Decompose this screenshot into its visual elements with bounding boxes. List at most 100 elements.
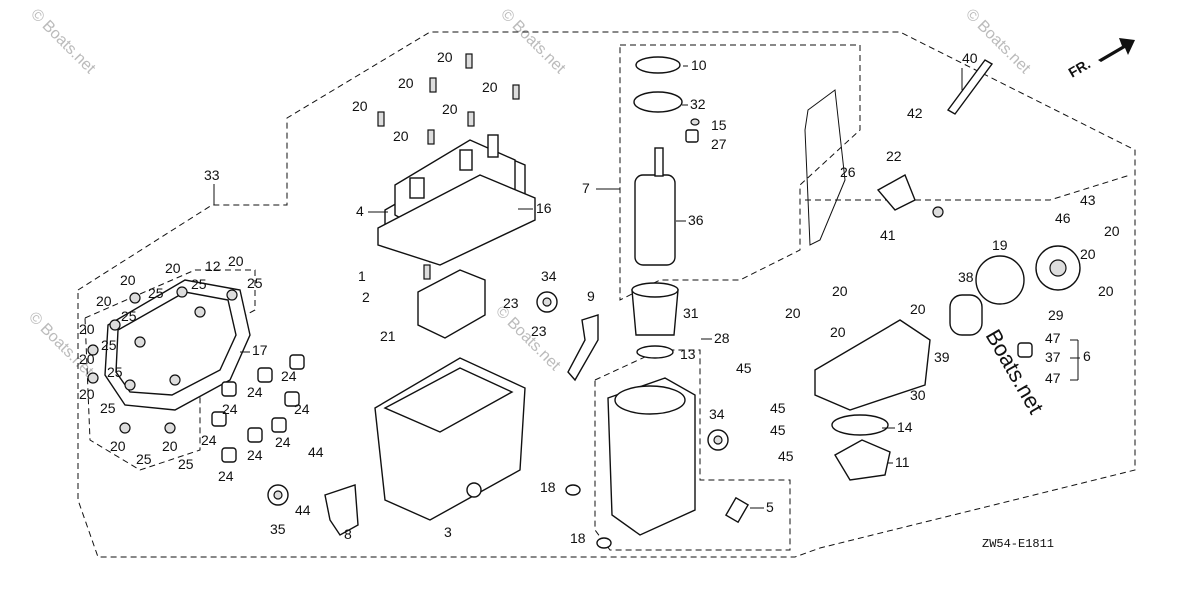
part-label: 20 (482, 79, 498, 95)
part-label: 28 (714, 330, 730, 346)
o-ring-part (565, 484, 581, 496)
part-label: 45 (736, 360, 752, 376)
part-label: 24 (275, 434, 291, 450)
part-label: 32 (690, 96, 706, 112)
part-label: 22 (886, 148, 902, 164)
front-direction-label: FR. (1066, 55, 1094, 80)
part-label: 20 (910, 301, 926, 317)
part-label: 1 (358, 268, 366, 284)
fuel-filter-part (814, 245, 1081, 481)
float-part (417, 264, 486, 339)
side-cover-part (104, 279, 251, 411)
watermark-text: © Boats.net (497, 6, 569, 78)
part-label: 15 (711, 117, 727, 133)
watermark-text: © Boats.net (962, 6, 1034, 78)
float-chamber-part (374, 357, 526, 521)
part-label: 45 (770, 422, 786, 438)
part-label: 20 (120, 272, 136, 288)
part-label: 20 (442, 101, 458, 117)
pump-housing-part (607, 377, 750, 536)
o-ring-part (596, 537, 612, 549)
part-label: 25 (101, 337, 117, 353)
fuel-pump-part (633, 56, 700, 266)
part-label: 25 (107, 364, 123, 380)
part-label: 41 (880, 227, 896, 243)
bushings-part (211, 354, 305, 463)
part-label: 5 (766, 499, 774, 515)
screw-set-top (377, 53, 520, 145)
part-label: 13 (680, 346, 696, 362)
part-label: 24 (201, 432, 217, 448)
part-label: 20 (785, 305, 801, 321)
part-label: 20 (228, 253, 244, 269)
spring-part (946, 59, 994, 115)
diagram-code: ZW54-E1811 (982, 537, 1054, 551)
strainer-part (631, 282, 679, 359)
part-label: 12 (205, 258, 221, 274)
part-label: 4 (356, 203, 364, 219)
part-label: 45 (778, 448, 794, 464)
part-label: 10 (691, 57, 707, 73)
part-label: 24 (247, 384, 263, 400)
part-label: 20 (398, 75, 414, 91)
part-label: 20 (79, 321, 95, 337)
part-label: 20 (79, 386, 95, 402)
part-label: 43 (1080, 192, 1096, 208)
part-label: 24 (218, 468, 234, 484)
watermark-text: © Boats.net (27, 6, 99, 78)
part-label: 20 (830, 324, 846, 340)
leader-lines (213, 65, 1080, 509)
part-label: 19 (992, 237, 1008, 253)
part-label: 20 (96, 293, 112, 309)
part-label: 34 (541, 268, 557, 284)
part-label: 31 (683, 305, 699, 321)
part-label: 17 (252, 342, 268, 358)
part-label: 40 (962, 50, 978, 66)
sensor-harness-part (804, 89, 944, 246)
part-label: 25 (121, 308, 137, 324)
part-label: 23 (503, 295, 519, 311)
part-label: 25 (191, 276, 207, 292)
part-label: 38 (958, 269, 974, 285)
part-label: 34 (709, 406, 725, 422)
part-label: 14 (897, 419, 913, 435)
part-label: 25 (136, 451, 152, 467)
part-label: 47 (1045, 330, 1061, 346)
part-label: 20 (437, 49, 453, 65)
part-label: 24 (281, 368, 297, 384)
part-labels: 33 4 16 20 20 20 20 20 20 1 2 21 12 20 2… (79, 49, 1120, 546)
part-label: 20 (1098, 283, 1114, 299)
part-label: 25 (148, 285, 164, 301)
part-label: 20 (832, 283, 848, 299)
part-label: 36 (688, 212, 704, 228)
part-label: 20 (393, 128, 409, 144)
part-label: 42 (907, 105, 923, 121)
part-label: 25 (247, 275, 263, 291)
watermark-text: © Boats.net (25, 309, 97, 381)
part-label: 9 (587, 288, 595, 304)
part-label: 24 (222, 401, 238, 417)
part-label: 20 (1104, 223, 1120, 239)
screw-set-left (87, 286, 238, 434)
pump-group-boundary (619, 44, 861, 301)
part-label: 20 (162, 438, 178, 454)
bracket-9-part (567, 314, 599, 382)
strainer-group-boundary (594, 349, 791, 551)
part-label: 20 (1080, 246, 1096, 262)
part-label: 16 (536, 200, 552, 216)
front-direction-arrow: FR. (1066, 38, 1135, 81)
part-label: 47 (1045, 370, 1061, 386)
part-label: 8 (344, 526, 352, 542)
part-label: 33 (204, 167, 220, 183)
part-label: 18 (570, 530, 586, 546)
part-label: 25 (100, 400, 116, 416)
part-label: 21 (380, 328, 396, 344)
watermark-text: © Boats.net (492, 303, 564, 375)
part-label: 26 (840, 164, 856, 180)
part-label: 20 (352, 98, 368, 114)
part-label: 37 (1045, 349, 1061, 365)
part-label: 30 (910, 387, 926, 403)
gear-parts (267, 291, 729, 506)
part-label: 45 (770, 400, 786, 416)
